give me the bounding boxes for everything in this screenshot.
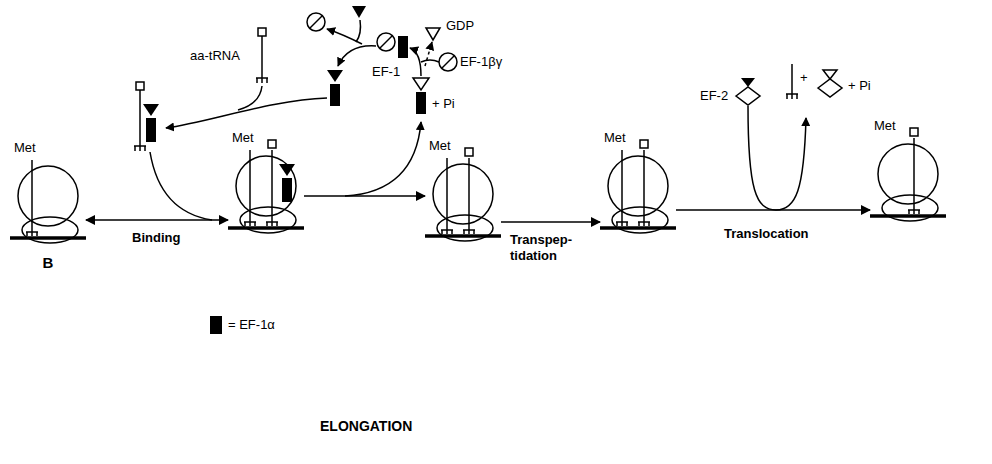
trna-stem (446, 158, 448, 230)
trna-stem (913, 138, 915, 210)
reaction-arrow (676, 209, 870, 211)
flow-line (356, 20, 361, 42)
ribosome: Met (228, 130, 304, 240)
trna-stem (31, 160, 33, 232)
anticodon-comb (256, 78, 268, 83)
ef1-alpha-block (398, 36, 408, 58)
gtp-triangle (143, 104, 159, 116)
step-label: Transpep- tidation (508, 232, 592, 263)
ribosome: Met (870, 118, 946, 228)
amino-acid-label: Met (14, 140, 36, 156)
trna-stem (468, 158, 470, 230)
step-label: Translocation (722, 226, 811, 242)
ef1-beta-gamma-symbol (439, 53, 457, 71)
legend-text: = EF-1α (228, 317, 275, 333)
anticodon-comb (266, 222, 278, 226)
amino-acid-square (465, 148, 473, 156)
factor-label: EF-1βγ (460, 54, 502, 70)
flow-arrow (410, 48, 421, 76)
amino-acid-square (268, 140, 276, 148)
mrna-strand (600, 226, 676, 230)
anticodon-comb (441, 230, 453, 234)
reaction-arrow (501, 221, 600, 223)
trna-stem (643, 150, 645, 222)
amino-acid-square (910, 128, 918, 136)
ef1-alpha-block (330, 84, 340, 106)
flow-arrow (338, 46, 376, 66)
gdp-triangle (823, 70, 837, 79)
factor-label: EF-2 (700, 88, 728, 104)
ef1-beta-gamma-symbol (310, 16, 322, 28)
trna-stem (139, 90, 141, 146)
ef2-diamond (818, 79, 842, 97)
ef1-alpha-block (416, 92, 426, 114)
amino-acid-square (258, 28, 266, 36)
gtp-triangle (352, 6, 366, 18)
gtp-triangle (327, 70, 343, 82)
state-letter: B (43, 254, 54, 272)
mrna-strand (228, 226, 304, 230)
ribosome-drawing (228, 130, 304, 240)
mrna-strand (425, 234, 501, 238)
reaction-arrow (304, 195, 425, 197)
trna-stem (271, 150, 273, 222)
factor-label: + (800, 70, 808, 86)
anticodon-comb (908, 210, 920, 214)
gdp-triangle (426, 28, 440, 40)
ef1-beta-gamma-symbol (377, 33, 395, 51)
flow-arrow (345, 122, 421, 196)
legend-swatch (210, 316, 222, 334)
factor-label: aa-tRNA (190, 48, 240, 64)
flow-arrow (166, 98, 327, 128)
ribosome-drawing (10, 140, 86, 250)
release-arrow (425, 42, 432, 66)
factor-label: EF-1 (372, 64, 400, 80)
flow-arrow (748, 106, 806, 210)
anticodon-comb (638, 222, 650, 226)
amino-acid-label: Met (429, 138, 451, 154)
trna-stem (249, 150, 251, 222)
gdp-triangle (413, 78, 429, 90)
anticodon-comb (244, 222, 256, 226)
ribosome-drawing (425, 138, 501, 248)
ribosome: Met (600, 130, 676, 240)
ef1-alpha-block (146, 118, 156, 142)
ef1-alpha-block (282, 178, 292, 202)
amino-acid-label: Met (604, 130, 626, 146)
diagram-title: ELONGATION (320, 418, 412, 435)
ef1-beta-gamma-symbol (380, 36, 392, 48)
anticodon-comb (463, 230, 475, 234)
anticodon-comb (26, 232, 38, 236)
reaction-arrow (86, 219, 228, 221)
anticodon-comb (616, 222, 628, 226)
ribosome-drawing (600, 130, 676, 240)
ef1-beta-gamma-symbol (442, 56, 454, 68)
trna-stem (791, 64, 793, 94)
mrna-strand (870, 214, 946, 218)
ribosome-drawing (870, 118, 946, 228)
ef2-diamond (736, 87, 760, 105)
mrna-strand (10, 236, 86, 240)
ef1-beta-gamma-symbol (307, 13, 325, 31)
trna-stem (621, 150, 623, 222)
anticodon-comb (134, 146, 146, 151)
amino-acid-square (136, 82, 144, 90)
anticodon-comb (786, 94, 798, 99)
amino-acid-label: Met (232, 130, 254, 146)
factor-label: + Pi (432, 96, 455, 112)
factor-label: + Pi (848, 78, 871, 94)
step-label: Binding (130, 230, 182, 246)
ribosome: Met (425, 138, 501, 248)
gtp-triangle (741, 78, 755, 87)
flow-line (421, 60, 439, 62)
amino-acid-square (640, 140, 648, 148)
trna-stem (261, 36, 263, 78)
flow-line (150, 152, 212, 220)
amino-acid-label: Met (874, 118, 896, 134)
gtp-triangle (279, 164, 295, 176)
flow-line (238, 86, 262, 110)
ribosome: MetB (10, 140, 86, 250)
factor-label: GDP (446, 18, 474, 34)
